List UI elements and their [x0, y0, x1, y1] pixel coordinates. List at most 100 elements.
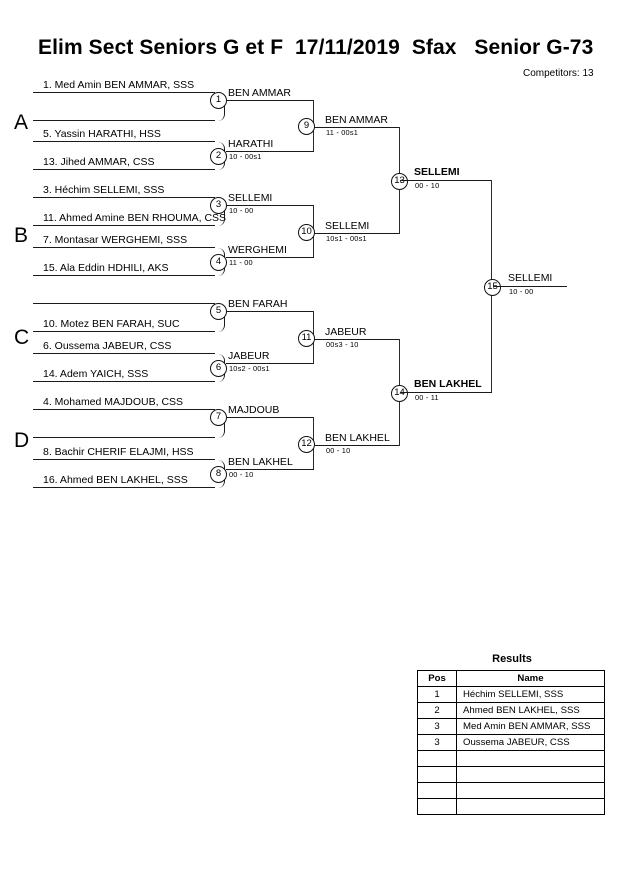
- match-number-10[interactable]: 10: [298, 224, 315, 241]
- results-cell-name: [456, 750, 605, 767]
- results-cell-pos: 2: [417, 702, 457, 719]
- match-number-15[interactable]: 15: [484, 279, 501, 296]
- entry-3: 5. Yassin HARATHI, HSS: [33, 127, 215, 142]
- match-number-4[interactable]: 4: [210, 254, 227, 271]
- match-score-14: 00 - 11: [415, 393, 439, 402]
- section-label-c: C: [14, 326, 30, 349]
- match-winner-3: SELLEMI: [228, 192, 273, 204]
- match-winner-15: SELLEMI: [508, 272, 553, 284]
- results-cell-name: [456, 782, 605, 799]
- bracket-claw-3: [215, 198, 225, 226]
- results-cell-pos: 3: [417, 734, 457, 751]
- match-winner-9: BEN AMMAR: [325, 114, 389, 126]
- match-winner-8: BEN LAKHEL: [228, 456, 293, 468]
- entry-14: [33, 423, 215, 438]
- winner-line-6: [226, 363, 314, 364]
- winner-line-4: [226, 257, 314, 258]
- entry-9: [33, 289, 215, 304]
- match-number-8[interactable]: 8: [210, 466, 227, 483]
- results-cell-pos: [417, 798, 457, 815]
- match-number-9[interactable]: 9: [298, 118, 315, 135]
- match-number-5[interactable]: 5: [210, 303, 227, 320]
- winner-line-15: [493, 286, 567, 287]
- match-number-3[interactable]: 3: [210, 197, 227, 214]
- section-label-a: A: [14, 111, 29, 134]
- results-row: [417, 750, 605, 767]
- match-winner-13: SELLEMI: [414, 166, 460, 178]
- winner-line-7: [226, 417, 314, 418]
- match-number-1[interactable]: 1: [210, 92, 227, 109]
- results-cell-pos: 3: [417, 718, 457, 735]
- results-cell-pos: 1: [417, 686, 457, 703]
- entry-11: 6. Oussema JABEUR, CSS: [33, 339, 215, 354]
- bracket-claw-1: [215, 93, 225, 121]
- results-row: [417, 782, 605, 799]
- match-winner-1: BEN AMMAR: [228, 87, 292, 99]
- entry-1: 1. Med Amin BEN AMMAR, SSS: [33, 78, 215, 93]
- bracket-claw-5: [215, 304, 225, 332]
- match-number-12[interactable]: 12: [298, 436, 315, 453]
- results-row: [417, 766, 605, 783]
- entry-15: 8. Bachir CHERIF ELAJMI, HSS: [33, 445, 215, 460]
- bracket-claw-7: [215, 410, 225, 438]
- results-cell-name: Med Amin BEN AMMAR, SSS: [456, 718, 605, 735]
- entry-12: 14. Adem YAICH, SSS: [33, 367, 215, 382]
- entry-4: 13. Jihed AMMAR, CSS: [33, 155, 215, 170]
- match-score-4: 11 - 00: [229, 258, 253, 267]
- entry-2: [33, 106, 215, 121]
- match-winner-11: JABEUR: [325, 326, 367, 338]
- page-title: Elim Sect Seniors G et F 17/11/2019 Sfax…: [38, 36, 594, 59]
- match-number-14[interactable]: 14: [391, 385, 408, 402]
- match-winner-7: MAJDOUB: [228, 404, 280, 416]
- results-cell-name: Héchim SELLEMI, SSS: [456, 686, 605, 703]
- match-winner-14: BEN LAKHEL: [414, 378, 482, 390]
- match-number-2[interactable]: 2: [210, 148, 227, 165]
- winner-line-1: [226, 100, 314, 101]
- match-number-13[interactable]: 13: [391, 173, 408, 190]
- results-cell-name: [456, 798, 605, 815]
- results-title: Results: [492, 653, 532, 665]
- match-number-11[interactable]: 11: [298, 330, 315, 347]
- entry-8: 15. Ala Eddin HDHILI, AKS: [33, 261, 215, 276]
- results-cell-name: Ahmed BEN LAKHEL, SSS: [456, 702, 605, 719]
- entry-16: 16. Ahmed BEN LAKHEL, SSS: [33, 473, 215, 488]
- results-col-name: Name: [456, 670, 605, 687]
- entry-10: 10. Motez BEN FARAH, SUC: [33, 317, 215, 332]
- results-row: [417, 798, 605, 815]
- match-winner-2: HARATHI: [228, 138, 274, 150]
- entry-13: 4. Mohamed MAJDOUB, CSS: [33, 395, 215, 410]
- match-winner-12: BEN LAKHEL: [325, 432, 390, 444]
- section-label-b: B: [14, 224, 29, 247]
- match-score-3: 10 - 00: [229, 206, 254, 215]
- match-score-13: 00 - 10: [415, 181, 440, 190]
- match-winner-5: BEN FARAH: [228, 298, 288, 310]
- winner-line-14: [400, 392, 492, 393]
- winner-line-9: [314, 127, 400, 128]
- results-cell-name: [456, 766, 605, 783]
- section-label-d: D: [14, 429, 30, 452]
- winner-line-12: [314, 445, 400, 446]
- match-number-6[interactable]: 6: [210, 360, 227, 377]
- match-score-12: 00 - 10: [326, 446, 351, 455]
- winner-line-10: [314, 233, 400, 234]
- results-col-pos: Pos: [417, 670, 457, 687]
- entry-6: 11. Ahmed Amine BEN RHOUMA, CSS: [33, 211, 226, 226]
- results-cell-pos: [417, 766, 457, 783]
- winner-line-13: [400, 180, 492, 181]
- match-number-7[interactable]: 7: [210, 409, 227, 426]
- match-score-15: 10 - 00: [509, 287, 534, 296]
- match-score-11: 00s3 - 10: [326, 340, 359, 349]
- results-cell-name: Oussema JABEUR, CSS: [456, 734, 605, 751]
- match-score-10: 10s1 - 00s1: [326, 234, 367, 243]
- results-header-row: Pos Name: [417, 670, 605, 687]
- entry-5: 3. Héchim SELLEMI, SSS: [33, 183, 215, 198]
- match-winner-10: SELLEMI: [325, 220, 370, 232]
- results-cell-pos: [417, 750, 457, 767]
